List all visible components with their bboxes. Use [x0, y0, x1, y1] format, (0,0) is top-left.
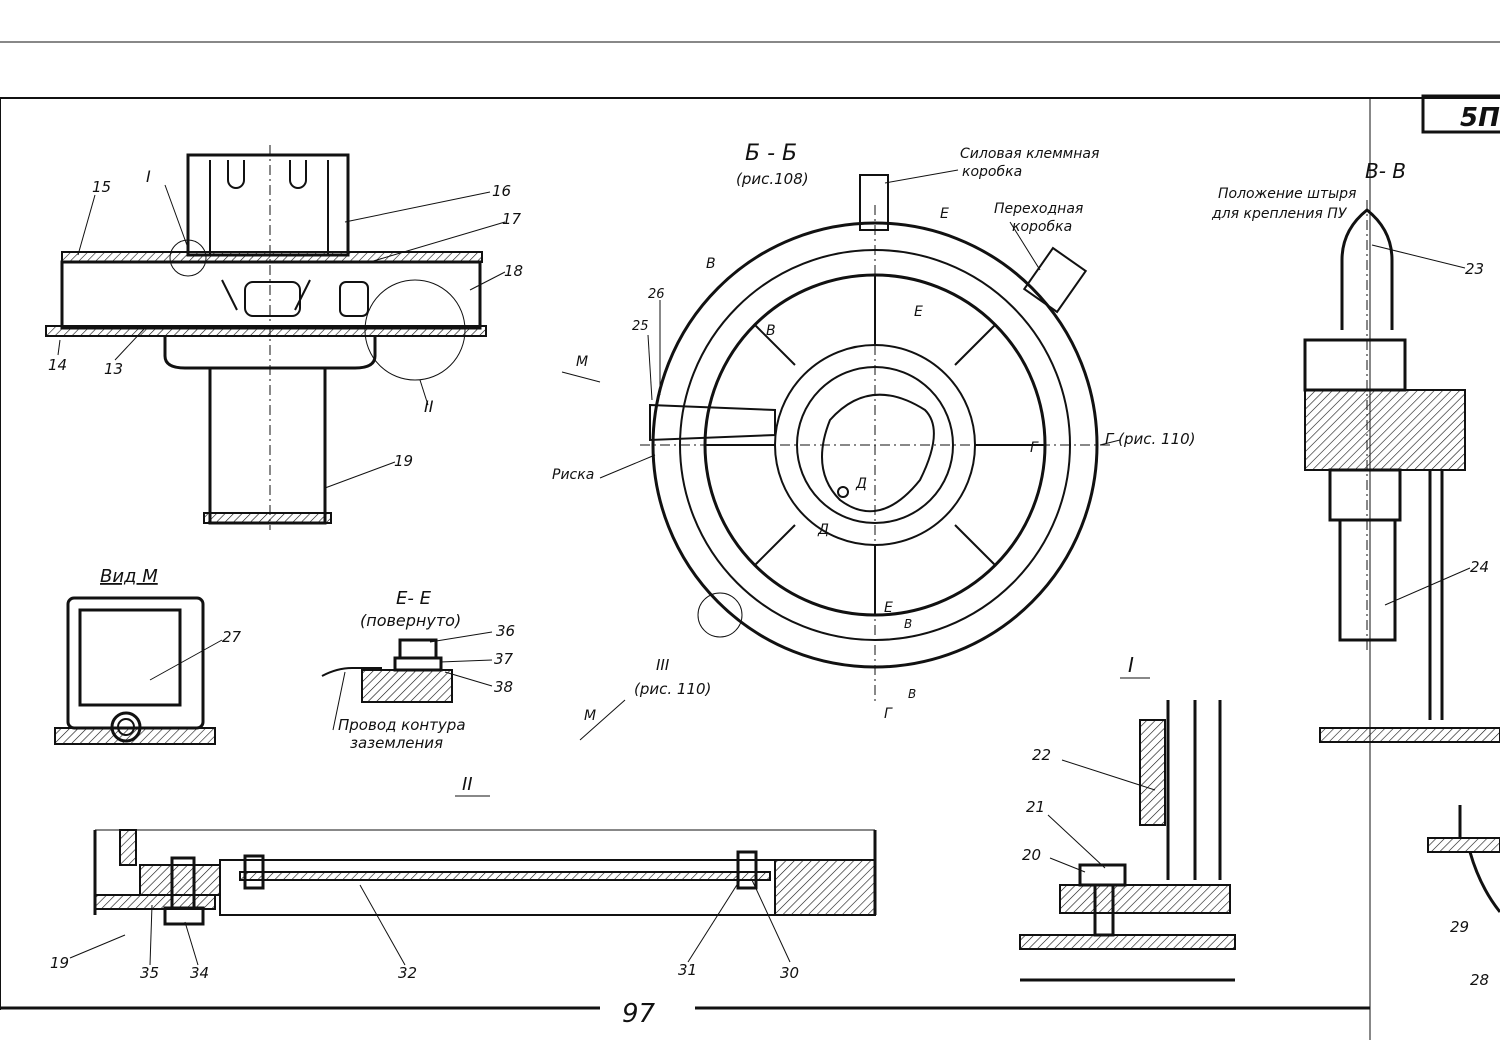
pin-position-label-2: для крепления ПУ [1211, 206, 1348, 222]
view-m-drawing [54, 596, 216, 745]
callout-30: 30 [780, 964, 799, 982]
detail-iii-circle [697, 592, 743, 638]
assembly-callouts [57, 184, 506, 489]
callout-37: 37 [494, 650, 514, 668]
callout-13: 13 [104, 360, 123, 378]
transition-box-label-1: Переходная [994, 201, 1083, 217]
power-box-label-1: Силовая клеммная [960, 146, 1099, 162]
callout-36: 36 [496, 622, 515, 640]
detail-ii-drawing [93, 829, 877, 926]
section-e-title: Е- Е [396, 588, 432, 609]
detail-i-leaders [1047, 759, 1156, 873]
detail-mark-i: I [146, 167, 151, 186]
callout-19: 19 [394, 452, 413, 470]
callout-38: 38 [494, 678, 513, 696]
page-number: 97 [622, 999, 656, 1029]
callout-16: 16 [492, 182, 511, 200]
section-e-leaders [332, 631, 493, 731]
section-g-ref: Г (рис. 110) [1105, 430, 1196, 448]
leader-27 [149, 639, 223, 681]
power-box-label-2: коробка [962, 164, 1022, 180]
cut-mark-v2: В [766, 323, 776, 339]
cut-mark-v3: В [904, 617, 912, 631]
section-b-callouts [599, 169, 1121, 479]
cut-mark-d1: Д [855, 476, 867, 492]
sheet-code: 5П [1460, 103, 1500, 133]
callout-26: 26 [648, 287, 665, 302]
callout-20: 20 [1022, 846, 1041, 864]
callout-35: 35 [140, 964, 159, 982]
cut-mark-e4: Г [884, 706, 893, 722]
leader-24 [1384, 567, 1471, 606]
cut-mark-e3: Е [884, 600, 893, 616]
callout-31: 31 [678, 961, 697, 979]
sheet-frame [0, 41, 1500, 1040]
callout-34: 34 [190, 964, 209, 982]
detail-iii-label: III [656, 656, 670, 674]
callout-19b: 19 [50, 954, 69, 972]
section-e-drawing [321, 638, 453, 703]
leader-23 [1371, 244, 1466, 269]
transition-box-label-2: коробка [1012, 219, 1072, 235]
cut-mark-d2: Д [817, 522, 829, 538]
detail-i-drawing [1019, 700, 1236, 982]
detail-mark-ii: II [424, 397, 434, 416]
callout-18: 18 [504, 262, 523, 280]
callout-14: 14 [48, 356, 67, 374]
section-v-title: В- В [1365, 159, 1406, 183]
callout-29: 29 [1450, 918, 1469, 936]
callout-27: 27 [222, 628, 242, 646]
ground-wire-label-1: Провод контура [338, 716, 466, 734]
section-e-subtitle: (повернуто) [360, 611, 461, 630]
cut-mark-e2: Е [914, 304, 923, 320]
callout-21: 21 [1026, 798, 1045, 816]
ground-wire-label-2: заземления [350, 734, 443, 752]
cut-mark-v1: В [706, 256, 716, 272]
cut-mark-m1: М [576, 354, 588, 370]
detail-ii-leaders [69, 879, 791, 966]
callout-32: 32 [398, 964, 417, 982]
callout-15: 15 [92, 178, 111, 196]
cut-mark-v4: В [908, 687, 916, 701]
callout-28: 28 [1470, 971, 1489, 989]
pin-position-label-1: Положение штыря [1218, 186, 1356, 202]
pin-section-view [1303, 200, 1500, 743]
callout-25: 25 [632, 319, 649, 334]
detail-iii-ref: (рис. 110) [634, 680, 711, 698]
callout-17: 17 [502, 210, 522, 228]
section-b-title: Б - Б [745, 141, 797, 166]
stator-ring-view [640, 174, 1110, 705]
view-arrow-m2 [579, 699, 626, 741]
section-b-ref: (рис.108) [736, 170, 809, 188]
callout-24: 24 [1470, 558, 1489, 576]
cut-mark-g1: Г [1030, 440, 1039, 456]
cut-mark-m2: М [584, 708, 596, 724]
assembly-section-view [45, 145, 487, 530]
detail-i-title: I [1128, 653, 1134, 677]
view-arrow-m1 [561, 371, 601, 383]
callout-22: 22 [1032, 746, 1051, 764]
mark-label: Риска [552, 467, 594, 483]
callout-23: 23 [1465, 260, 1484, 278]
view-m-title: Вид М [100, 566, 158, 587]
cut-mark-e1: Е [940, 206, 949, 222]
partial-flange-view [1427, 805, 1500, 913]
detail-ii-title: II [462, 774, 473, 795]
